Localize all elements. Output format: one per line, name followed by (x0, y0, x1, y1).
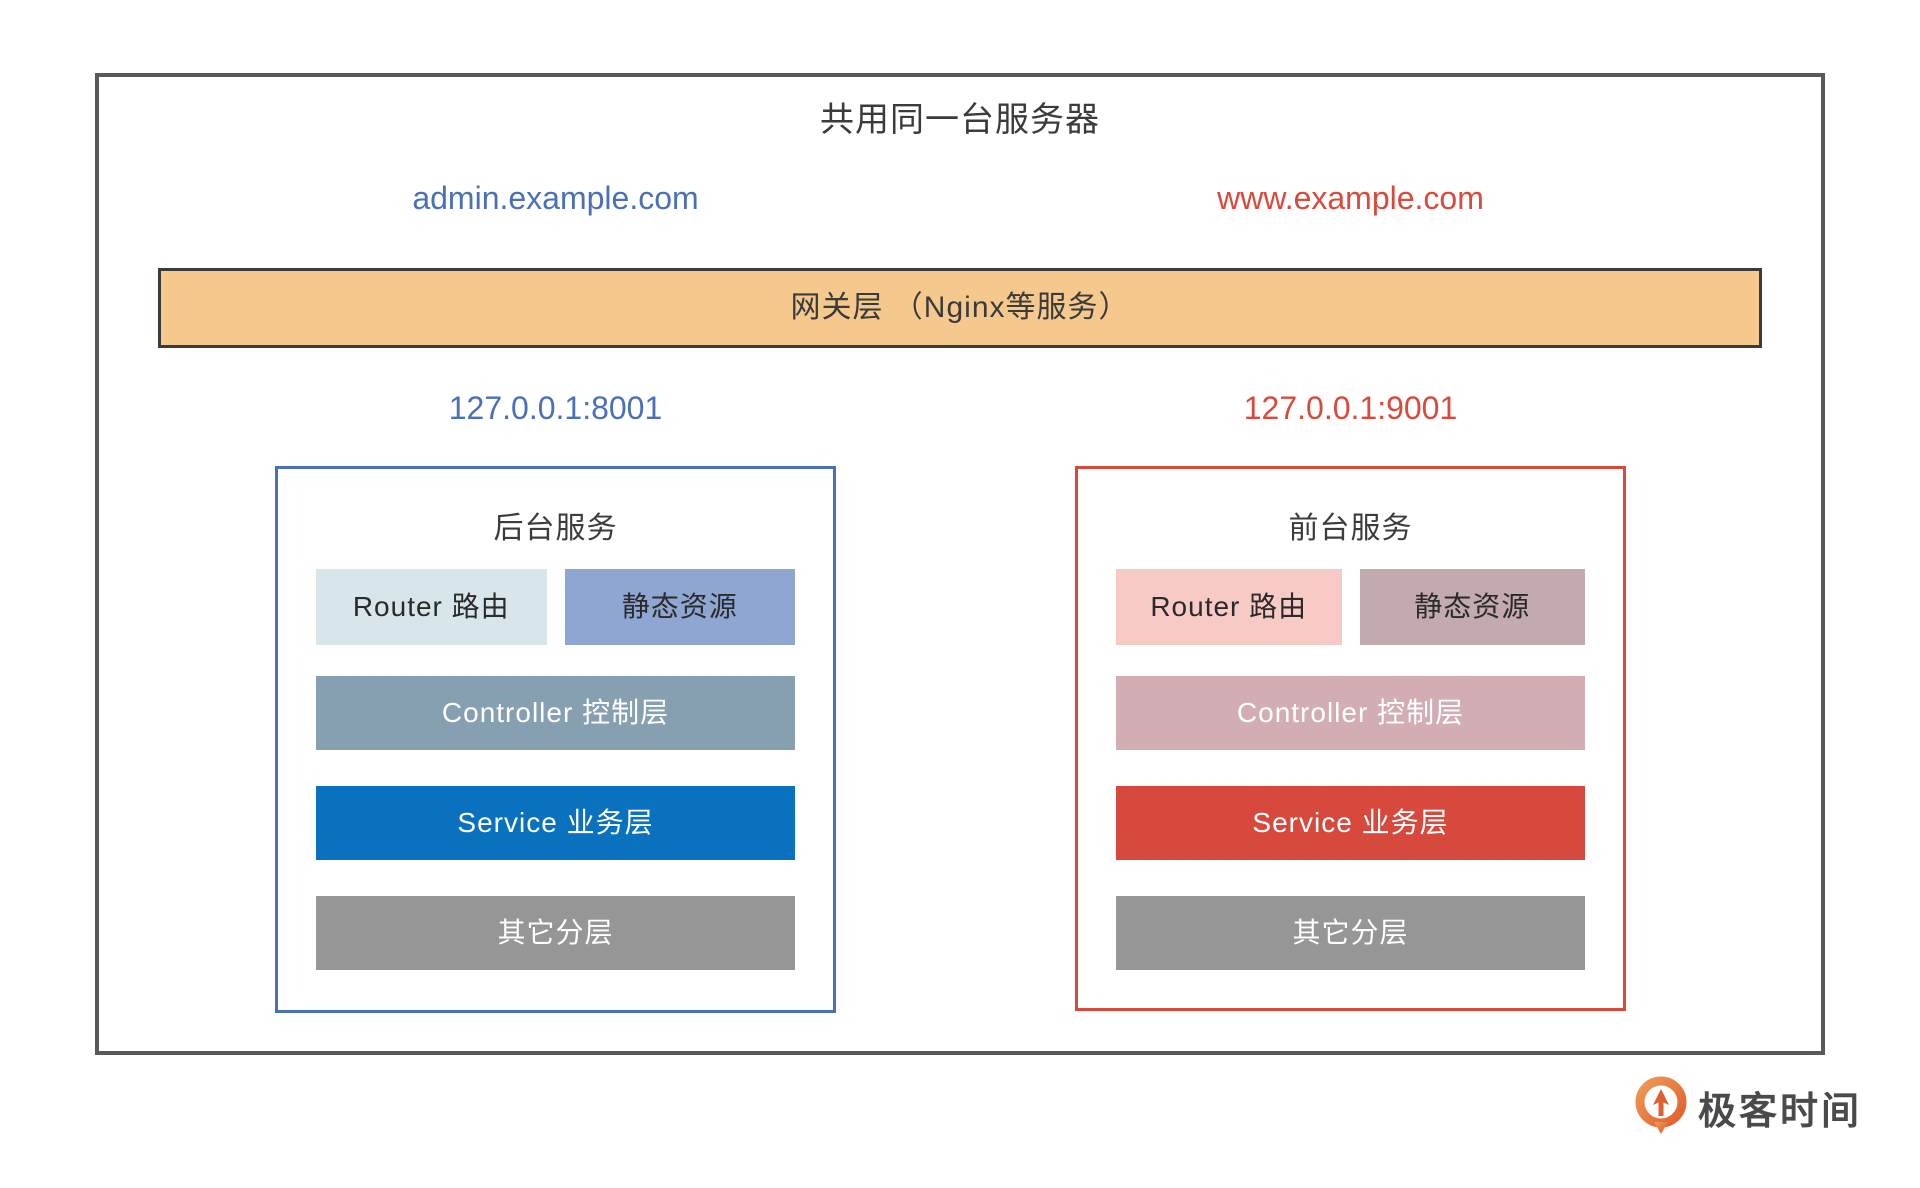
frontend-panel-title: 前台服务 (1288, 512, 1413, 545)
ip-label-frontend: 127.0.0.1:9001 (1243, 390, 1458, 426)
backend-router-layer: Router 路由 (316, 569, 547, 645)
domain-label-www: www.example.com (1217, 180, 1484, 216)
frontend-layers: Router 路由 静态资源 Controller 控制层 Service 业务… (1116, 569, 1585, 970)
frontend-router-layer: Router 路由 (1116, 569, 1342, 645)
domain-label-admin: admin.example.com (412, 180, 699, 216)
backend-static-resources-layer: 静态资源 (564, 569, 795, 645)
diagram-title: 共用同一台服务器 (820, 101, 1100, 139)
frontend-row-router-static: Router 路由 静态资源 (1116, 569, 1585, 645)
frontend-static-resources-layer: 静态资源 (1359, 569, 1585, 645)
backend-service-panel: 后台服务 Router 路由 静态资源 Controller 控制层 Servi… (275, 466, 836, 1013)
backend-layers: Router 路由 静态资源 Controller 控制层 Service 业务… (316, 569, 795, 970)
frontend-service-layer: Service 业务层 (1116, 786, 1585, 860)
backend-panel-title: 后台服务 (493, 512, 618, 545)
backend-row-router-static: Router 路由 静态资源 (316, 569, 795, 645)
geektime-logo-text: 极客时间 (1697, 1090, 1862, 1133)
frontend-controller-layer: Controller 控制层 (1116, 676, 1585, 750)
frontend-other-layers: 其它分层 (1116, 896, 1585, 970)
ip-label-backend: 127.0.0.1:8001 (448, 390, 663, 426)
geektime-logo: 极客时间 (1634, 1076, 1862, 1138)
backend-service-layer: Service 业务层 (316, 786, 795, 860)
geektime-logo-icon (1635, 1076, 1687, 1134)
gateway-layer-band: 网关层 （Nginx等服务） (158, 268, 1762, 348)
backend-other-layers: 其它分层 (316, 896, 795, 970)
backend-controller-layer: Controller 控制层 (316, 676, 795, 750)
frontend-service-panel: 前台服务 Router 路由 静态资源 Controller 控制层 Servi… (1075, 466, 1626, 1011)
